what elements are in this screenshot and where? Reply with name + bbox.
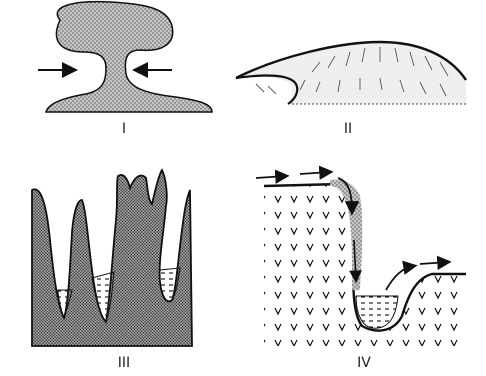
arrow-up-right-bank	[386, 266, 414, 290]
pinnacles-shape	[32, 170, 192, 346]
panel-label-ii: II	[344, 121, 352, 137]
panel-iv: IV	[256, 172, 466, 371]
arrow-right-surface	[420, 262, 448, 264]
mushroom-rock-shape	[46, 2, 212, 112]
panel-label-iii: III	[118, 355, 130, 371]
panel-label-i: I	[122, 121, 126, 137]
arrow-top-left	[256, 176, 286, 178]
panel-label-iv: IV	[357, 355, 371, 371]
arrow-top-middle	[300, 172, 330, 174]
river-water	[356, 296, 398, 328]
panel-i: I	[38, 2, 212, 137]
panel-iii: III	[32, 170, 192, 371]
panel-ii: II	[236, 42, 466, 137]
